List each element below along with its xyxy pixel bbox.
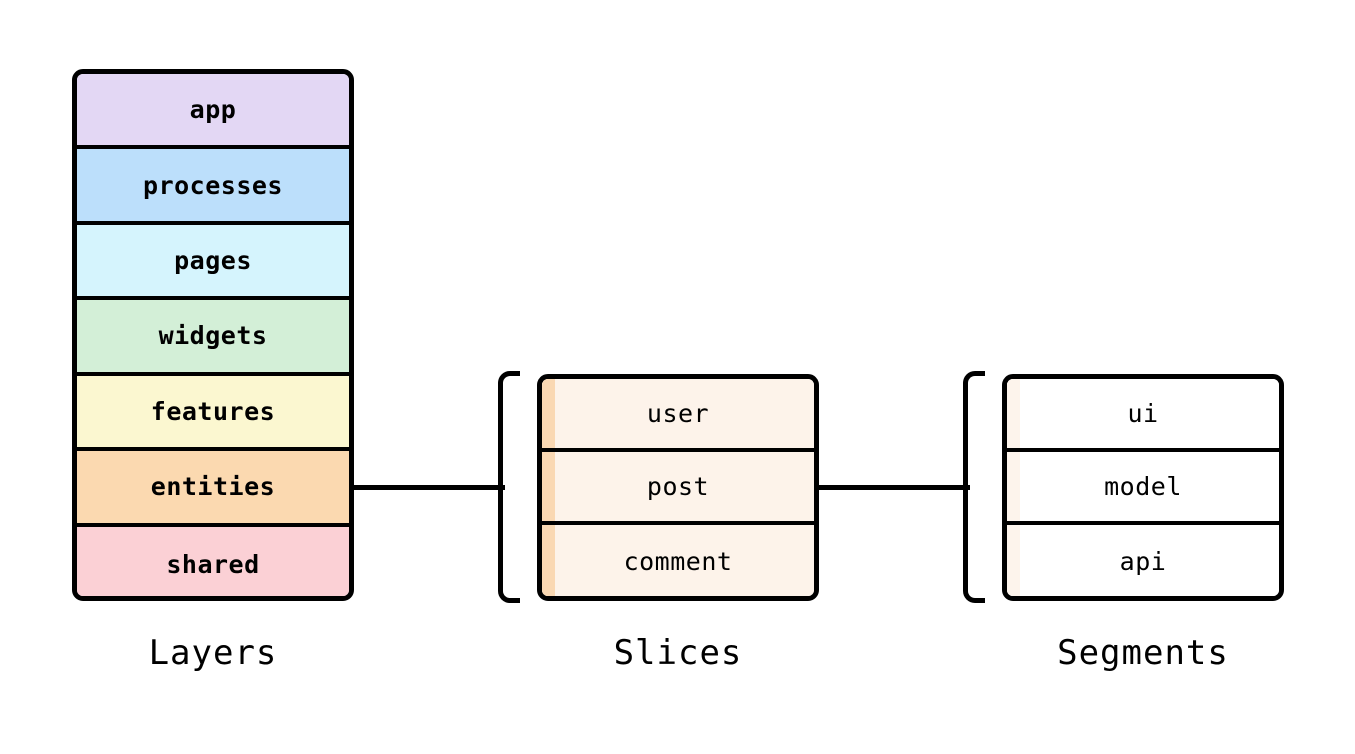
slice-band-comment[interactable]: comment (542, 525, 814, 596)
layer-band-entities[interactable]: entities (77, 451, 349, 527)
slice-band-user[interactable]: user (542, 379, 814, 452)
slice-label-comment: comment (623, 547, 733, 576)
layer-band-app[interactable]: app (77, 74, 349, 150)
segment-band-ui[interactable]: ui (1007, 379, 1279, 452)
slices-group: user post comment (537, 374, 819, 601)
layer-label-shared: shared (166, 549, 260, 579)
layer-band-processes[interactable]: processes (77, 149, 349, 225)
layers-group: app processes pages widgets features ent… (72, 69, 354, 601)
slice-stripe (542, 379, 555, 448)
layer-label-entities: entities (150, 472, 276, 502)
segments-group: ui model api (1002, 374, 1284, 601)
segment-band-api[interactable]: api (1007, 525, 1279, 596)
segment-band-model[interactable]: model (1007, 452, 1279, 525)
layer-band-shared[interactable]: shared (77, 526, 349, 596)
caption-slices: Slices (613, 633, 743, 673)
slice-label-post: post (646, 472, 710, 501)
segment-stripe (1007, 525, 1020, 596)
layer-label-processes: processes (143, 170, 283, 200)
slice-stripe (542, 452, 555, 521)
caption-layers: Layers (148, 633, 278, 673)
segment-label-ui: ui (1127, 399, 1159, 428)
caption-segments: Segments (1057, 633, 1229, 673)
segment-label-api: api (1119, 547, 1167, 576)
slice-band-post[interactable]: post (542, 452, 814, 525)
connector-layers-to-slices (353, 485, 505, 490)
layer-label-widgets: widgets (158, 321, 268, 351)
slice-stripe (542, 525, 555, 596)
slices-brace (498, 371, 520, 603)
slice-label-user: user (646, 399, 710, 428)
layer-band-pages[interactable]: pages (77, 224, 349, 301)
layer-band-features[interactable]: features (77, 375, 349, 452)
layer-band-widgets[interactable]: widgets (77, 300, 349, 376)
segment-stripe (1007, 379, 1020, 448)
segment-label-model: model (1104, 472, 1182, 501)
layer-label-features: features (150, 396, 276, 426)
layer-label-app: app (189, 95, 237, 125)
layer-label-pages: pages (174, 246, 252, 276)
segment-stripe (1007, 452, 1020, 521)
segments-brace (963, 371, 985, 603)
connector-slices-to-segments (818, 485, 970, 490)
